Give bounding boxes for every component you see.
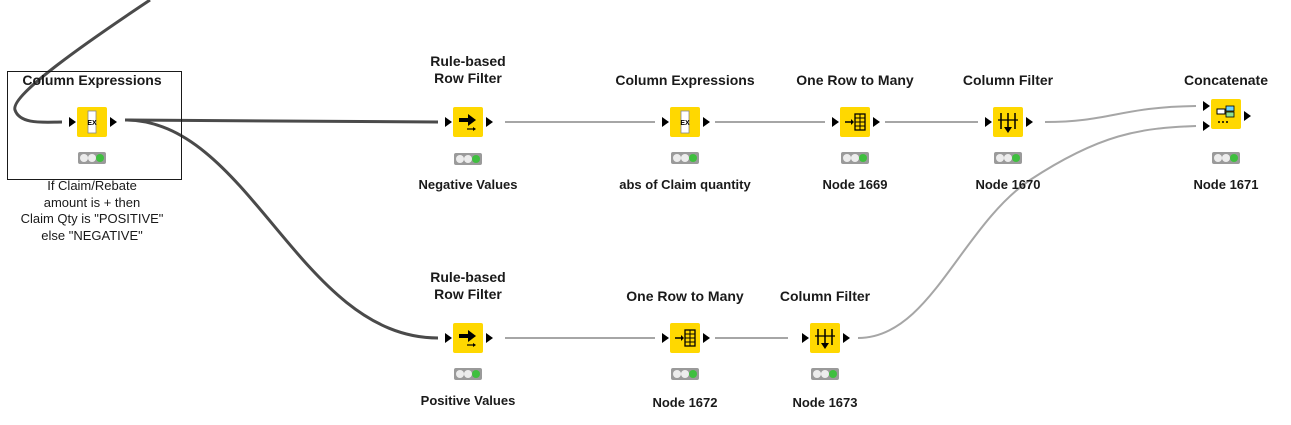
output-port[interactable] [843,333,850,343]
node-title: Rule-based Row Filter [408,269,528,303]
input-port[interactable] [832,117,839,127]
output-port[interactable] [110,117,117,127]
status-traffic-light [671,152,699,164]
node-title: Concatenate [1183,72,1269,88]
status-traffic-light [671,368,699,380]
title-line: Row Filter [434,70,502,86]
output-port[interactable] [486,117,493,127]
node-label[interactable]: Node 1670 [975,177,1041,192]
output-port[interactable] [486,333,493,343]
output-port[interactable] [1026,117,1033,127]
svg-text:EX: EX [87,120,97,127]
output-port[interactable] [703,117,710,127]
annotation-line: amount is + then [43,194,141,210]
node-title: Column Expressions [615,72,755,88]
node-label[interactable]: Negative Values [418,177,518,192]
column-filter-icon[interactable] [993,107,1023,137]
connection-n5-n6-top[interactable] [1044,105,1197,123]
status-traffic-light [994,152,1022,164]
node-annotation[interactable]: If Claim/Rebate amount is + then Claim Q… [0,178,192,244]
connection-n9-n6-bottom[interactable] [857,125,1197,339]
concatenate-icon[interactable] [1211,99,1241,129]
rule-based-row-filter-icon[interactable] [453,107,483,137]
input-port[interactable] [69,117,76,127]
status-traffic-light [811,368,839,380]
rule-based-row-filter-icon[interactable] [453,323,483,353]
node-title: Rule-based Row Filter [408,53,528,87]
node-title: Column Expressions [22,72,162,88]
annotation-line: else "NEGATIVE" [41,227,143,243]
column-filter-icon[interactable] [810,323,840,353]
output-port[interactable] [873,117,880,127]
output-port[interactable] [1244,111,1251,121]
status-traffic-light [454,368,482,380]
node-selection-box [7,71,182,180]
input-port-top[interactable] [1203,101,1210,111]
connection-n1-n2[interactable] [124,118,439,124]
node-label[interactable]: Node 1671 [1193,177,1259,192]
node-title: One Row to Many [796,72,914,88]
annotation-line: Claim Qty is "POSITIVE" [20,211,164,226]
input-port[interactable] [445,333,452,343]
status-traffic-light [1212,152,1240,164]
node-title: Column Filter [962,72,1054,88]
connection-n1-n7[interactable] [124,118,439,340]
node-label[interactable]: Node 1669 [822,177,888,192]
output-port[interactable] [703,333,710,343]
status-traffic-light [454,153,482,165]
node-label[interactable]: Positive Values [420,393,516,408]
node-label[interactable]: Node 1672 [652,395,718,410]
input-port[interactable] [445,117,452,127]
title-line: Rule-based [430,53,506,69]
input-port[interactable] [802,333,809,343]
node-title: Column Filter [779,288,871,304]
annotation-line: If Claim/Rebate [47,178,137,193]
input-port[interactable] [985,117,992,127]
column-expressions-icon[interactable]: EX [670,107,700,137]
status-traffic-light [841,152,869,164]
node-title: One Row to Many [626,288,744,304]
input-port[interactable] [662,333,669,343]
status-traffic-light [78,152,106,164]
input-port-bottom[interactable] [1203,121,1210,131]
title-line: Row Filter [434,286,502,302]
connection-incoming[interactable] [13,0,151,124]
input-port[interactable] [662,117,669,127]
one-row-to-many-icon[interactable] [840,107,870,137]
node-label[interactable]: Node 1673 [792,395,858,410]
title-line: Rule-based [430,269,506,285]
svg-text:EX: EX [680,120,690,127]
node-label[interactable]: abs of Claim quantity [619,177,751,192]
column-expressions-icon[interactable]: EX [77,107,107,137]
one-row-to-many-icon[interactable] [670,323,700,353]
